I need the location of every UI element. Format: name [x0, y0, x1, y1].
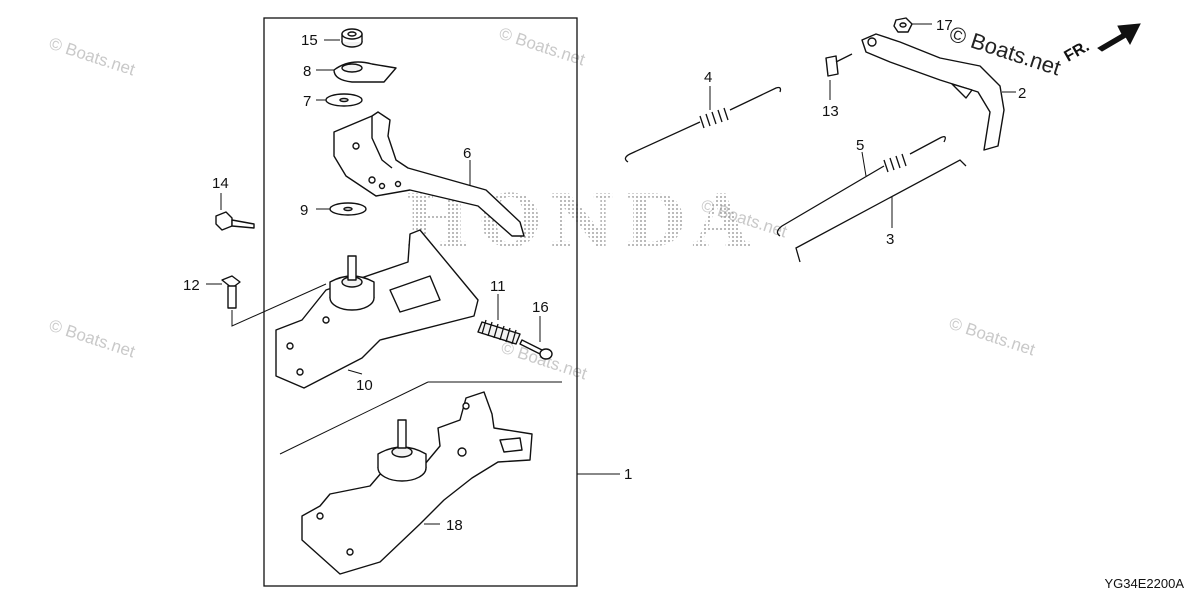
rod-part-5: [776, 136, 946, 237]
clip-part-13: [825, 53, 853, 77]
screw-part-16: [519, 339, 553, 360]
lever-part-2: [861, 33, 1005, 151]
washer-part-9: [329, 202, 367, 216]
base-assembly-part-18: [301, 391, 533, 575]
callout-label: 2: [1018, 85, 1026, 102]
nut-part-17: [893, 17, 913, 33]
callout-label: 1: [624, 466, 632, 483]
base-plate-part-10: [275, 229, 479, 389]
spring-part-11: [477, 319, 521, 345]
callout-label: 15: [301, 32, 318, 49]
callout-label: 16: [532, 299, 549, 316]
spring-rod-part-4: [624, 86, 782, 163]
callout-label: 17: [936, 17, 953, 34]
callout-label: 6: [463, 145, 471, 162]
callout-label: 3: [886, 231, 894, 248]
callout-label: 5: [856, 137, 864, 154]
washer-part-7: [325, 93, 363, 107]
bolt-part-14: [215, 211, 255, 231]
nut-part-15: [341, 28, 363, 48]
diagram-code: YG34E2200A: [1104, 576, 1184, 591]
watermark: © Boats.net: [499, 338, 590, 384]
watermark: © Boats.net: [497, 24, 588, 70]
callout-label: 13: [822, 103, 839, 120]
rod-part-3: [795, 159, 967, 263]
callout-label: 7: [303, 93, 311, 110]
callout-label: 4: [704, 69, 712, 86]
callout-label: 18: [446, 517, 463, 534]
separator-line: [279, 381, 429, 455]
bolt-part-12: [221, 275, 241, 309]
watermark: © Boats.net: [47, 316, 138, 362]
assembly-box: [263, 17, 578, 587]
plate-part-8: [333, 61, 397, 83]
callout-labels: 1 2 3 4 5 6 7 8 9 10 11 12 13 14 15 16 1…: [183, 17, 1026, 534]
callout-label: 11: [490, 278, 506, 295]
callout-label: 12: [183, 277, 200, 294]
watermark: © Boats.net: [947, 314, 1038, 360]
fr-label: FR.: [1062, 38, 1093, 66]
callout-label: 8: [303, 63, 311, 80]
front-direction-marker: FR.: [1062, 23, 1141, 66]
callout-label: 14: [212, 175, 229, 192]
watermark: © Boats.net: [47, 34, 138, 80]
arrow-icon: [1097, 23, 1141, 52]
callout-label: 9: [300, 202, 308, 219]
callout-label: 10: [356, 377, 373, 394]
bracket-part-6: [333, 111, 525, 237]
